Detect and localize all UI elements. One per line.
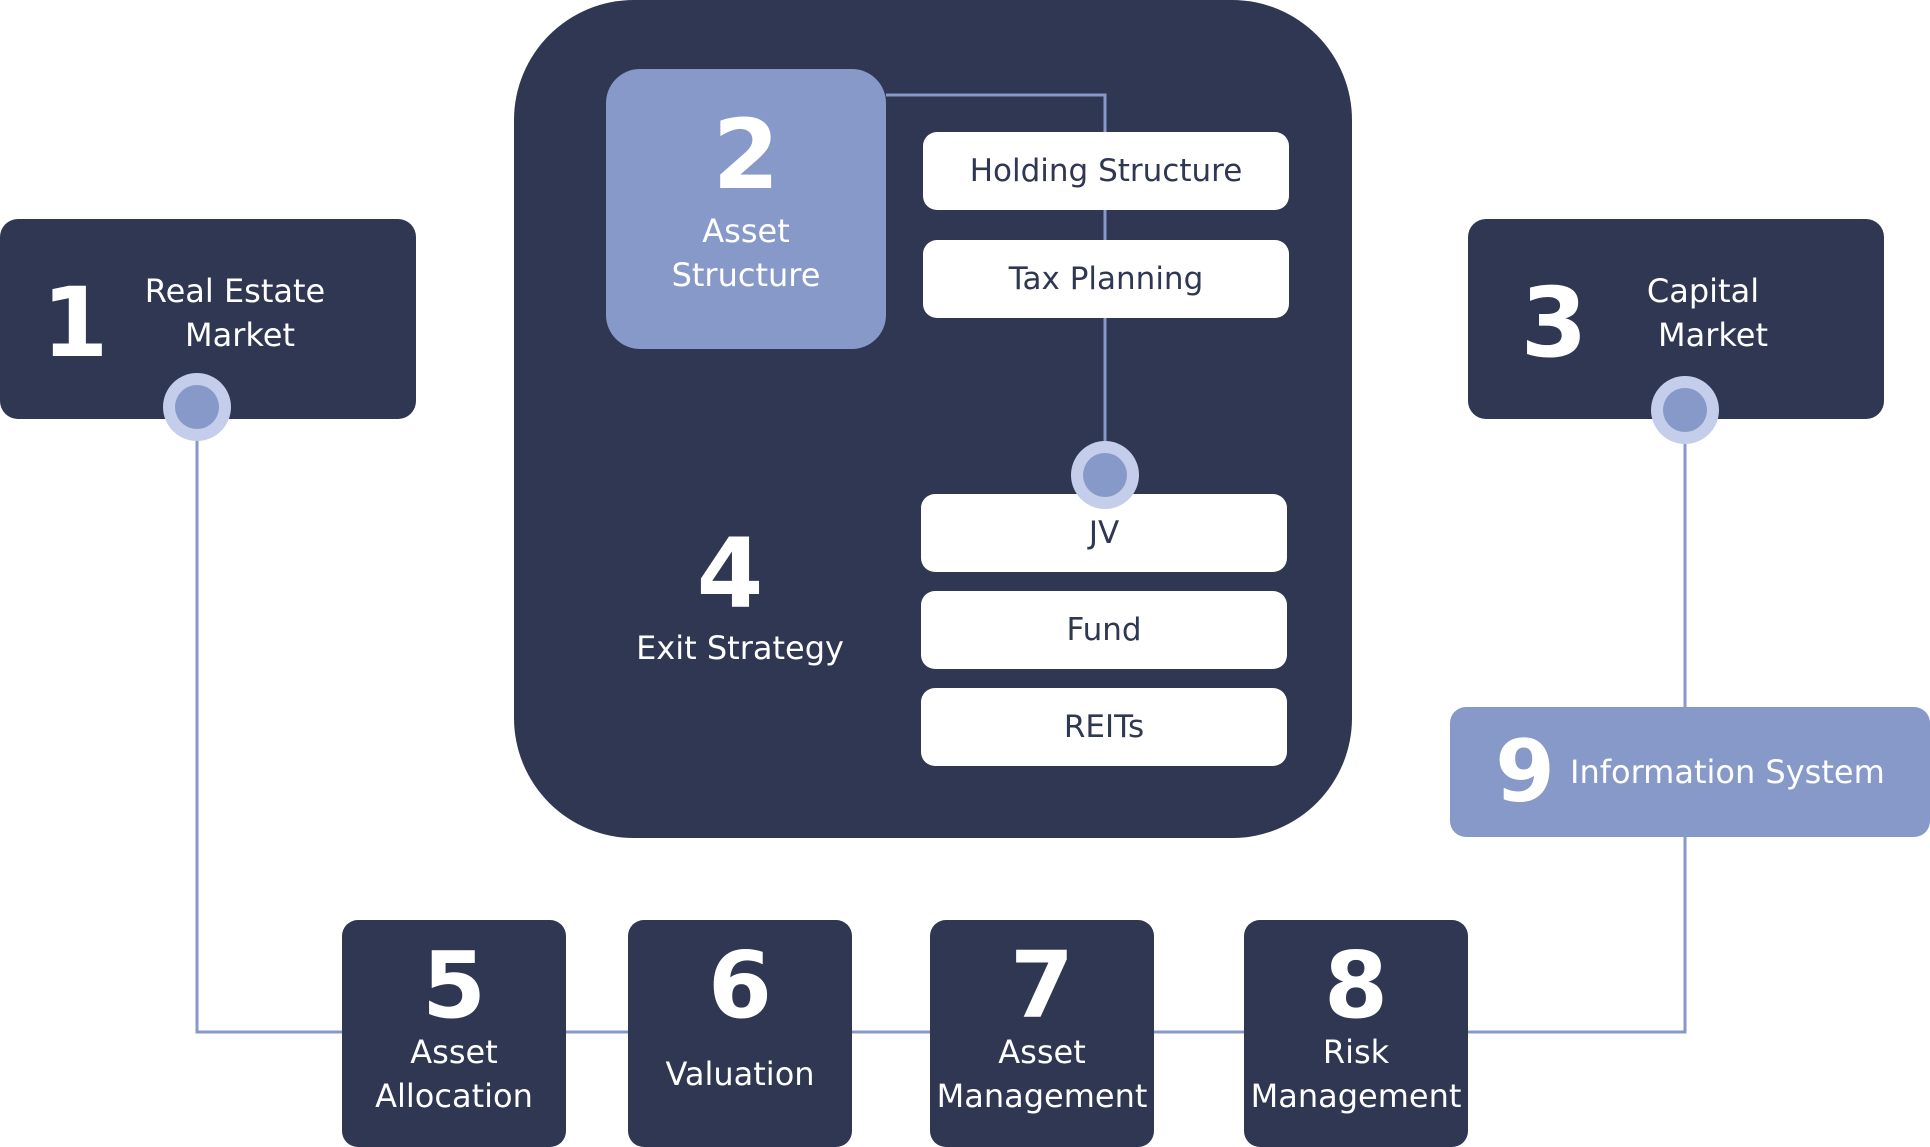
node-label-line1: Asset: [410, 1033, 498, 1071]
node-number: 3: [1520, 267, 1588, 379]
node-label: Valuation: [665, 1055, 815, 1093]
node-label-line2: Structure: [671, 256, 821, 294]
node-number: 5: [421, 932, 486, 1039]
node-asset-allocation: 5 Asset Allocation: [342, 920, 566, 1147]
node-number: 8: [1323, 932, 1388, 1039]
node-number: 1: [41, 267, 109, 379]
node-valuation: 6 Valuation: [628, 920, 852, 1147]
tax-planning-item: Tax Planning: [923, 240, 1289, 318]
node-number: 2: [712, 99, 780, 211]
node-label-line2: Market: [1658, 316, 1768, 354]
node-4-label: Exit Strategy: [636, 629, 844, 667]
node-label-line2: Management: [1250, 1077, 1462, 1115]
node-label-line2: Market: [185, 316, 295, 354]
node-label-line1: Risk: [1322, 1033, 1390, 1071]
line-8-to-9: [1465, 835, 1687, 1034]
node-label: Information System: [1570, 753, 1885, 791]
node-4-number: 4: [696, 518, 764, 630]
node-risk-management: 8 Risk Management: [1244, 920, 1468, 1147]
dot-node-1: [163, 373, 231, 441]
dot-node-3: [1651, 376, 1719, 444]
dot-inner: [1071, 441, 1139, 509]
node-label-line2: Management: [936, 1077, 1148, 1115]
node-label-line1: Capital: [1646, 272, 1760, 310]
node-number: 6: [707, 932, 772, 1039]
node-number: 9: [1495, 722, 1555, 822]
node-information-system: 9 Information System: [1450, 707, 1930, 837]
node-label-line1: Asset: [702, 212, 790, 250]
node-label-line1: Asset: [998, 1033, 1086, 1071]
node-real-estate-market: 1 Real Estate Market: [0, 219, 416, 419]
node-asset-management: 7 Asset Management: [930, 920, 1154, 1147]
node-label-line1: Real Estate: [144, 272, 326, 310]
line-1-to-5: [195, 408, 345, 1034]
holding-structure-item: Holding Structure: [923, 132, 1289, 210]
fund-item: Fund: [921, 591, 1287, 669]
node-label-line2: Allocation: [375, 1077, 533, 1115]
node-number: 7: [1009, 932, 1074, 1039]
reits-item: REITs: [921, 688, 1287, 766]
node-asset-structure: 2 Asset Structure: [606, 69, 886, 349]
